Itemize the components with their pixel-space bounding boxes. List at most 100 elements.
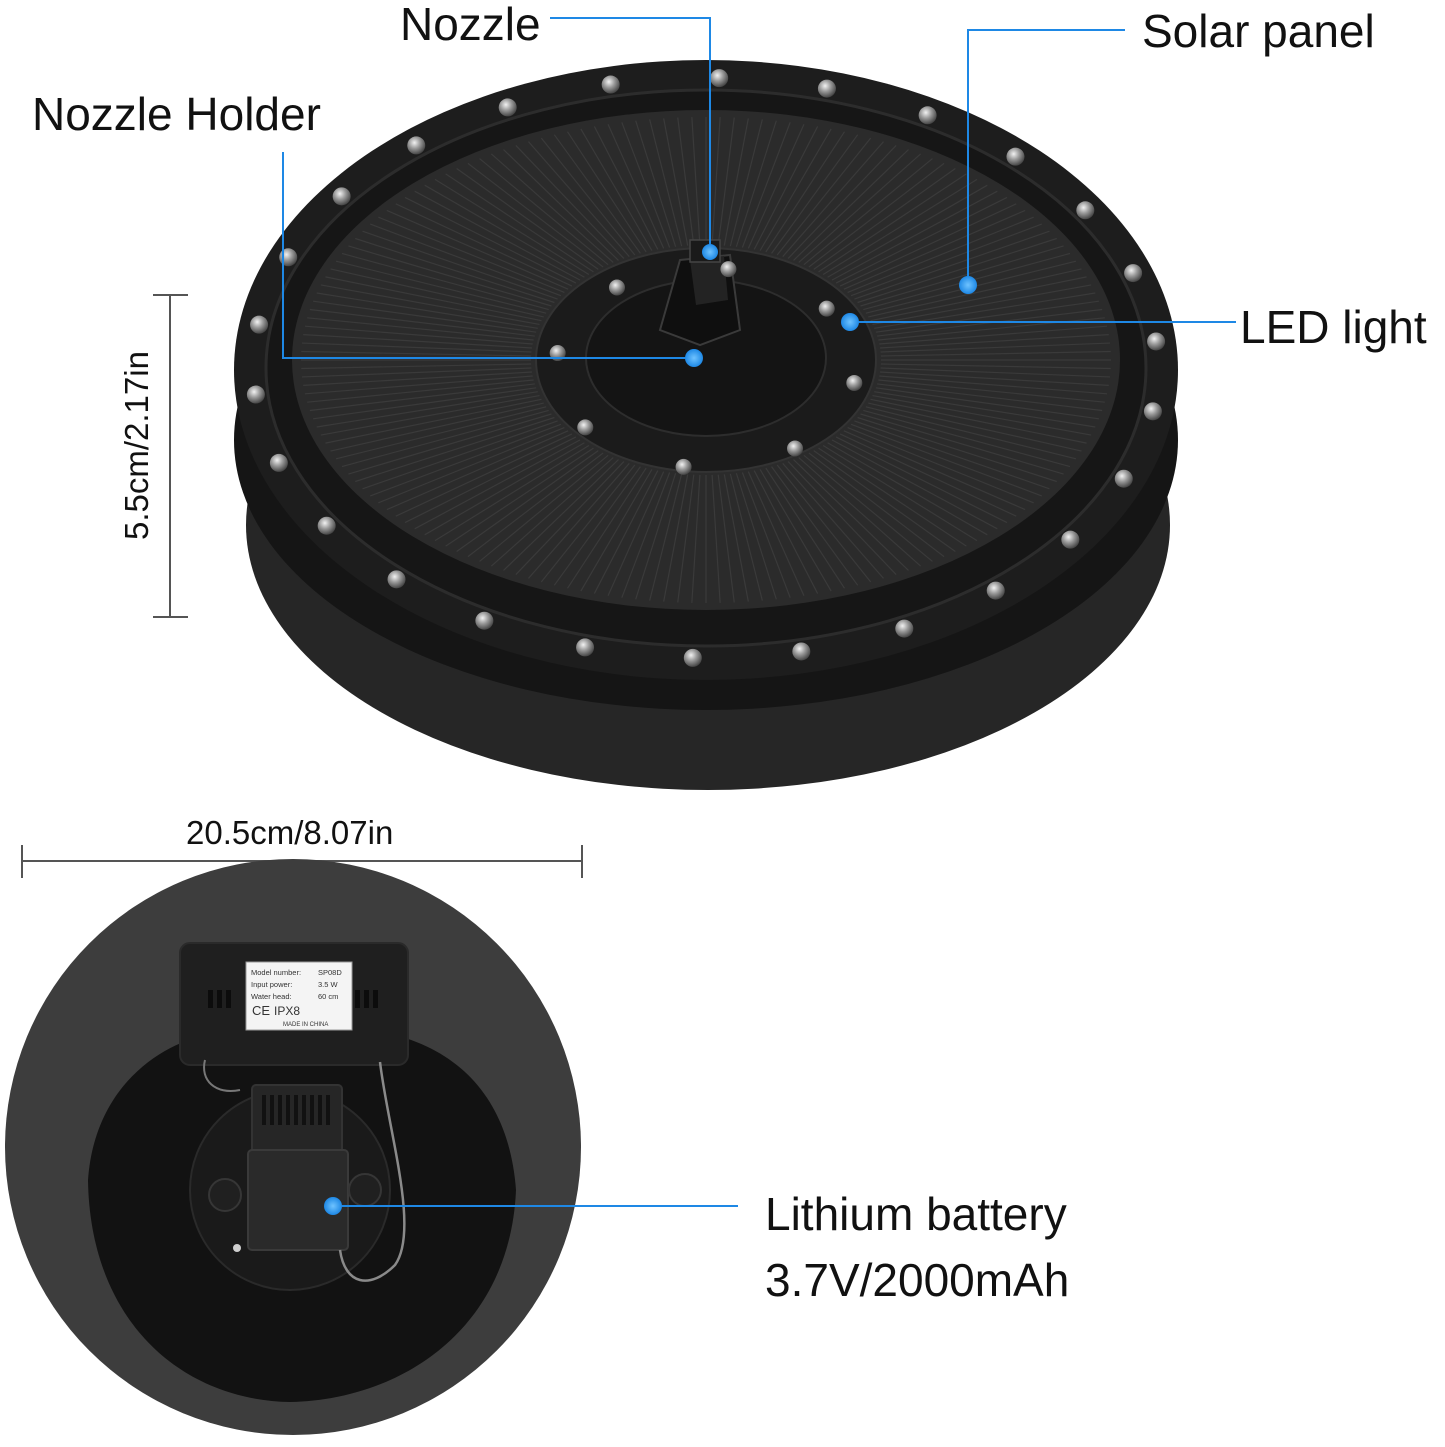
solar-cell-line bbox=[818, 447, 967, 547]
solar-cell-line bbox=[729, 119, 763, 247]
solar-cell-line bbox=[880, 334, 1109, 349]
solar-cell-line bbox=[580, 128, 653, 251]
nozzle-holder-callout-dot bbox=[685, 349, 703, 367]
solar-cell-line bbox=[872, 284, 1092, 326]
battery-callout-dot bbox=[324, 1197, 342, 1215]
solar-cell-line bbox=[880, 342, 1111, 353]
solar-cell-line bbox=[445, 447, 594, 547]
solar-cell-line bbox=[503, 149, 619, 261]
inner-led-bulb bbox=[577, 419, 594, 436]
solar-cell-line bbox=[771, 134, 859, 254]
solar-cell-line bbox=[404, 196, 577, 284]
solar-cell-line bbox=[566, 467, 647, 589]
solar-panel-callout-dot bbox=[959, 276, 977, 294]
solar-cell-line bbox=[753, 470, 819, 594]
solar-cell-line bbox=[593, 470, 659, 594]
solar-cell-line bbox=[649, 473, 683, 601]
led-bulb bbox=[317, 516, 336, 535]
solar-cell-line bbox=[386, 430, 569, 511]
solar-cell-line bbox=[735, 473, 777, 600]
solar-cell-line bbox=[635, 473, 677, 600]
solar-panel-label: Solar panel bbox=[1142, 5, 1375, 57]
solar-cell-line bbox=[854, 230, 1050, 300]
solar-cell-line bbox=[839, 433, 1017, 517]
inner-led-bulb bbox=[846, 374, 863, 391]
inner-led-bulb bbox=[787, 440, 804, 457]
solar-cell-line bbox=[304, 325, 533, 345]
solar-cell-line bbox=[741, 122, 791, 248]
led-bulb bbox=[918, 106, 937, 125]
solar-cell-line bbox=[880, 371, 1109, 386]
solar-cell-line bbox=[798, 457, 922, 567]
solar-cell-line bbox=[753, 126, 819, 250]
led-bulb bbox=[498, 98, 517, 117]
vent-right bbox=[355, 990, 378, 1008]
solar-cell-line bbox=[325, 398, 542, 444]
solar-cell-line bbox=[735, 120, 777, 247]
led-bulb bbox=[1114, 469, 1133, 488]
solar-cell-line bbox=[395, 203, 573, 287]
solar-cell-line bbox=[818, 173, 967, 273]
solar-cell-line bbox=[663, 474, 689, 602]
solar-cell-line bbox=[607, 123, 665, 249]
solar-cell-line bbox=[747, 123, 805, 249]
solar-cell-line bbox=[445, 173, 594, 273]
solar-cell-line bbox=[362, 230, 558, 300]
spec-model-label: Model number: bbox=[251, 968, 301, 977]
solar-cell-line bbox=[803, 158, 933, 266]
solar-cell-line bbox=[808, 452, 945, 558]
inner-led-ring bbox=[549, 261, 863, 475]
solar-cell-line bbox=[503, 459, 619, 571]
solar-cell-line bbox=[741, 472, 791, 598]
solar-cell-line bbox=[691, 117, 701, 246]
solar-cell-line bbox=[341, 409, 549, 468]
solar-cell-line bbox=[424, 184, 585, 278]
solar-cell-line bbox=[515, 461, 625, 575]
nozzle-callout-dot bbox=[702, 244, 718, 260]
spec-power-value: 3.5 W bbox=[318, 980, 339, 989]
solar-cell-line bbox=[580, 469, 653, 592]
solar-cell-line bbox=[827, 184, 988, 278]
solar-cell-line bbox=[771, 466, 859, 586]
solar-cell-line bbox=[865, 406, 1077, 460]
solar-cell-line bbox=[880, 363, 1111, 370]
led-light-callout-dot bbox=[841, 313, 859, 331]
led-bulb bbox=[407, 136, 426, 155]
inner-led-bulb bbox=[720, 261, 737, 278]
solar-cell-line bbox=[309, 308, 535, 337]
solar-cell-line bbox=[860, 245, 1064, 307]
nozzle-holder-callout-line bbox=[282, 152, 694, 359]
solar-cell-line bbox=[868, 268, 1082, 318]
solar-cell-line bbox=[878, 379, 1105, 403]
solar-cell-line bbox=[456, 168, 599, 270]
power-cable bbox=[338, 1061, 406, 1282]
solar-cell-line bbox=[776, 464, 872, 583]
solar-cell-line bbox=[370, 223, 562, 297]
solar-cell-line bbox=[691, 474, 701, 603]
height-dimension-line bbox=[153, 294, 188, 618]
solar-cell-line bbox=[765, 467, 846, 589]
solar-cell-line bbox=[303, 334, 532, 349]
battery-pack bbox=[247, 1149, 349, 1251]
solar-cell-line bbox=[857, 416, 1057, 483]
solar-cell-line bbox=[827, 442, 988, 536]
solar-cell-line bbox=[304, 375, 533, 395]
inner-led-bulb bbox=[608, 279, 625, 296]
solar-cell-line bbox=[330, 268, 544, 318]
solar-cell-line bbox=[414, 439, 581, 530]
solar-cell-line bbox=[782, 141, 884, 258]
nozzle-holder-label: Nozzle Holder bbox=[32, 88, 321, 140]
solar-cell-line bbox=[717, 474, 735, 603]
solar-panel-texture bbox=[301, 117, 1111, 603]
nozzle bbox=[658, 239, 742, 347]
led-bulb bbox=[683, 648, 702, 667]
led-bulb bbox=[792, 642, 811, 661]
solar-cell-line bbox=[621, 122, 671, 248]
solar-cell-line bbox=[490, 457, 614, 567]
solar-cell-line bbox=[649, 119, 683, 247]
led-bulb bbox=[246, 385, 265, 404]
led-bulb bbox=[332, 187, 351, 206]
solar-cell-line bbox=[863, 409, 1071, 468]
solar-cell-line bbox=[860, 413, 1064, 475]
